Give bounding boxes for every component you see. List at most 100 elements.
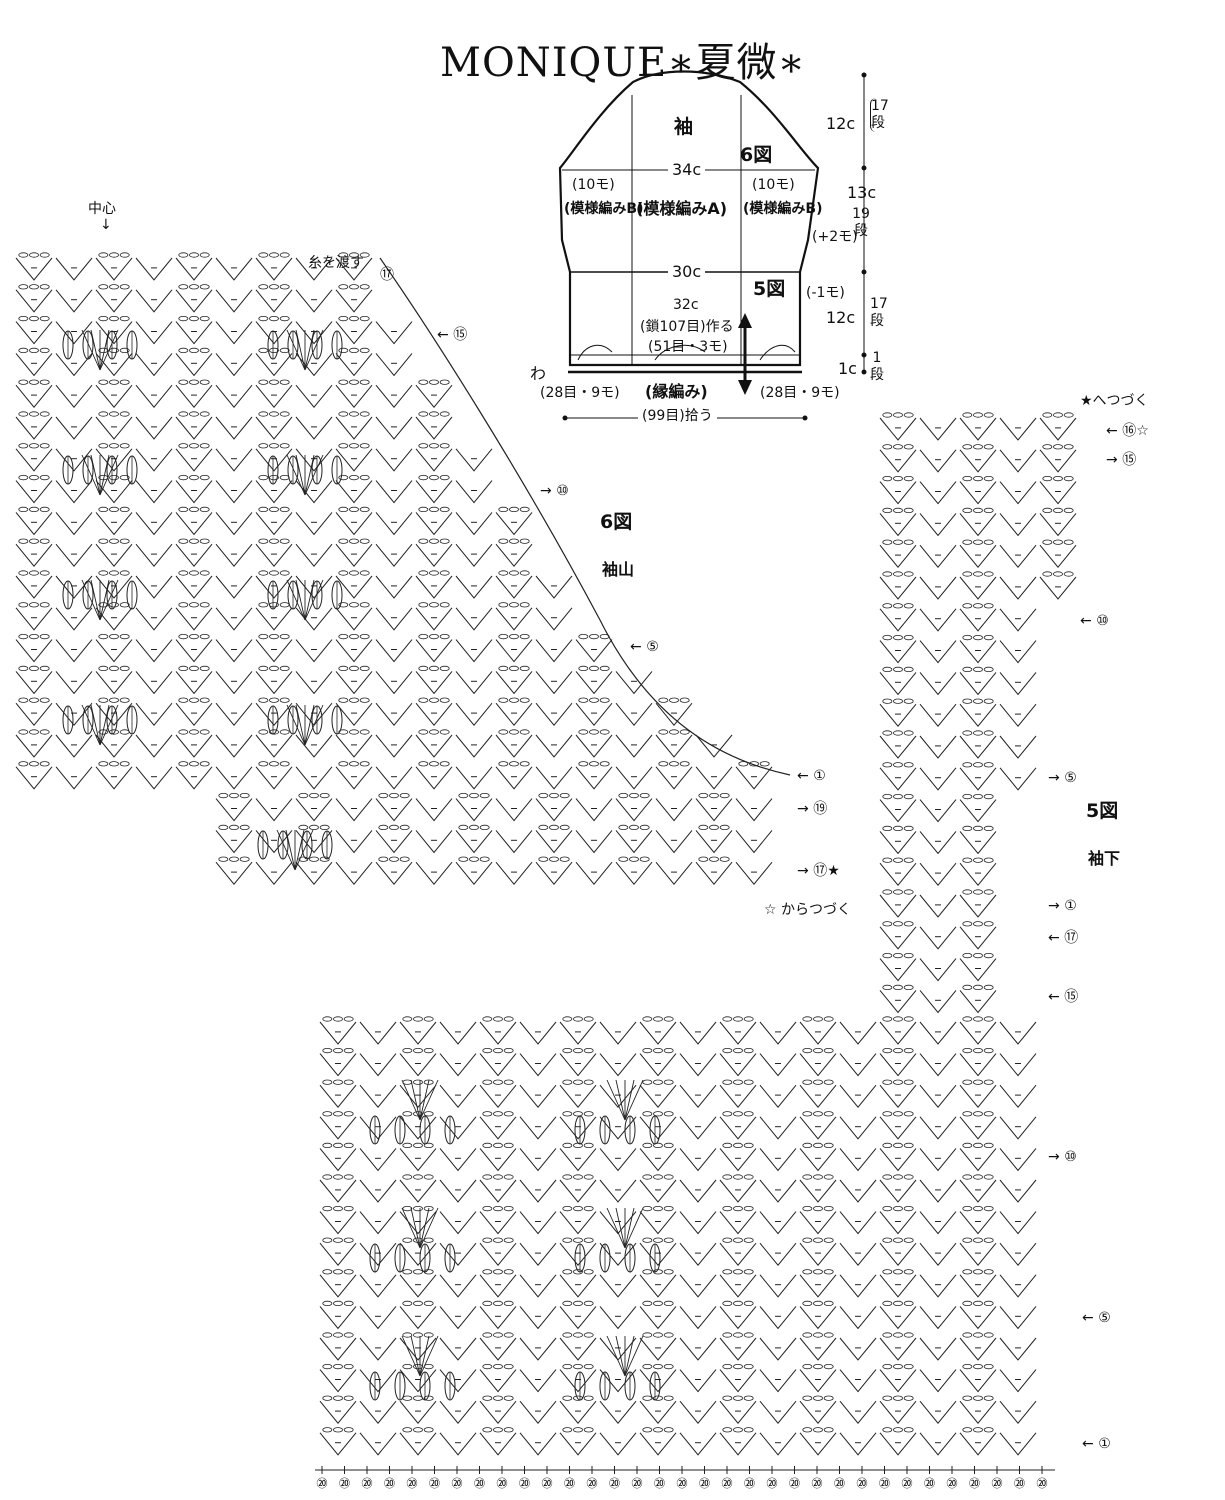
- lower-rows: 17: [870, 296, 888, 312]
- fig5-row-1: → ①: [1048, 898, 1077, 914]
- cap-rows-bracket: 17 段: [870, 98, 889, 132]
- pass-yarn-note: 糸を渡す: [308, 255, 364, 271]
- center-down-arrow-icon: ↓: [100, 217, 112, 233]
- fig5-row-16: ← ⑯☆: [1106, 423, 1149, 439]
- foundation-mark: ⑳: [339, 1477, 350, 1490]
- foundation-mark: ⑳: [1014, 1477, 1025, 1490]
- foundation-mark: ⑳: [834, 1477, 845, 1490]
- fig5-row-15: → ⑮: [1106, 452, 1137, 468]
- rows-unit: 段: [870, 313, 884, 329]
- foundation-mark: ⑳: [924, 1477, 935, 1490]
- total-pickup: (99目)拾う: [638, 409, 717, 423]
- bottom-width-label: 32c: [673, 297, 699, 313]
- right-motif-count: (10モ): [752, 177, 795, 193]
- foundation-mark: ⑳: [564, 1477, 575, 1490]
- foundation-mark: ⑳: [969, 1477, 980, 1490]
- fig6-row-5: ← ⑤: [630, 639, 659, 655]
- foundation-mark: ⑳: [429, 1477, 440, 1490]
- border-label: (縁編み): [645, 382, 708, 401]
- sleeve-schematic: [558, 70, 867, 421]
- foundation-mark: ⑳: [699, 1477, 710, 1490]
- continue-from-note: ☆ からつづく: [764, 902, 852, 918]
- cap-height: 12c: [826, 114, 856, 133]
- fig5-row-15b: ← ⑮: [1048, 989, 1079, 1005]
- foundation-mark: ⑳: [632, 1477, 643, 1490]
- border-rows: 1: [872, 350, 882, 366]
- fig6-subtitle: 袖山: [602, 560, 635, 579]
- foundation-mark: ⑳: [587, 1477, 598, 1490]
- sleeve-label: 袖: [674, 116, 694, 138]
- foundation-mark: ⑳: [789, 1477, 800, 1490]
- right-pickup: (28目・9モ): [760, 385, 840, 401]
- fig6-row-19: → ⑲: [797, 801, 828, 817]
- fig5-stitch-grid: [319, 412, 1077, 1456]
- direction-arrow-down-head: [738, 380, 752, 395]
- lower-rows-bracket: 17 段: [870, 296, 888, 330]
- mid-width-label: 30c: [668, 264, 706, 280]
- fig6-row-17-star: → ⑰★: [797, 863, 840, 879]
- foundation-mark: ⑳: [902, 1477, 913, 1490]
- foundation-mark: ⑳: [677, 1477, 688, 1490]
- rows-unit: 段: [870, 367, 884, 383]
- fig5-subtitle: 袖下: [1088, 849, 1121, 868]
- lower-decrease: (-1モ): [806, 285, 845, 301]
- chain-note: (鎖107目)作る: [640, 319, 734, 335]
- sleeve-outline: [558, 70, 820, 367]
- pickup-arrow: [759, 344, 796, 361]
- ring-label: わ: [530, 364, 547, 383]
- border-height: 1c: [838, 359, 857, 378]
- pattern-note: (51目・3モ): [648, 339, 728, 355]
- upper-rows: 19: [852, 206, 870, 222]
- fig6-row-10: → ⑩: [540, 483, 569, 499]
- fig5-row-10: ← ⑩: [1080, 613, 1109, 629]
- foundation-mark: ⑳: [452, 1477, 463, 1490]
- schematic-fig6-label: 6図: [740, 144, 773, 166]
- fig5-row-5b: ← ⑤: [1082, 1310, 1111, 1326]
- direction-arrow-up-head: [738, 313, 752, 328]
- foundation-mark: ⑳: [857, 1477, 868, 1490]
- left-pickup: (28目・9モ): [540, 385, 620, 401]
- rows-unit: 段: [854, 223, 868, 239]
- foundation-mark: ⑳: [362, 1477, 373, 1490]
- upper-rows-bracket: 19 段: [852, 206, 870, 240]
- foundation-mark: ⑳: [542, 1477, 553, 1490]
- fig5-row-1b: ← ①: [1082, 1436, 1111, 1452]
- foundation-mark: ⑳: [722, 1477, 733, 1490]
- fig5-row-5: → ⑤: [1048, 770, 1077, 786]
- rows-unit: 段: [871, 115, 885, 131]
- foundation-mark: ⑳: [1037, 1477, 1048, 1490]
- left-pattern-label: (模様編みB): [564, 201, 644, 217]
- top-width-label: 34c: [668, 162, 706, 178]
- left-motif-count: (10モ): [572, 177, 615, 193]
- upper-height: 13c: [847, 183, 877, 202]
- foundation-mark: ⑳: [609, 1477, 620, 1490]
- foundation-mark: ⑳: [384, 1477, 395, 1490]
- schematic-fig5-label: 5図: [753, 278, 786, 300]
- foundation-mark: ⑳: [519, 1477, 530, 1490]
- foundation-mark: ⑳: [407, 1477, 418, 1490]
- fig6-stitch-grid: [15, 252, 791, 885]
- foundation-mark: ⑳: [654, 1477, 665, 1490]
- fig6-title: 6図: [600, 511, 633, 533]
- foundation-mark: ⑳: [879, 1477, 890, 1490]
- foundation-mark: ⑳: [317, 1477, 328, 1490]
- fig6-row-17: ⑰: [380, 267, 394, 283]
- page-title: MONIQUE∗夏微∗: [440, 40, 806, 86]
- fig5-row-17: ← ⑰: [1048, 930, 1079, 946]
- fig6-row-1: ← ①: [797, 768, 826, 784]
- pickup-arrow: [654, 344, 706, 361]
- cap-rows: 17: [871, 98, 889, 114]
- center-label: 中心: [88, 201, 116, 217]
- fig5-row-10b: → ⑩: [1048, 1149, 1077, 1165]
- foundation-mark: ⑳: [947, 1477, 958, 1490]
- pickup-arrow: [577, 344, 613, 361]
- center-pattern-label: (模様編みA): [636, 199, 728, 218]
- fig5-title: 5図: [1086, 800, 1119, 822]
- foundation-mark: ⑳: [497, 1477, 508, 1490]
- lower-height: 12c: [826, 308, 856, 327]
- upper-increase: (+2モ): [812, 229, 858, 245]
- continue-to-note: ★へつづく: [1080, 393, 1149, 409]
- right-pattern-label: (模様編みB): [743, 201, 823, 217]
